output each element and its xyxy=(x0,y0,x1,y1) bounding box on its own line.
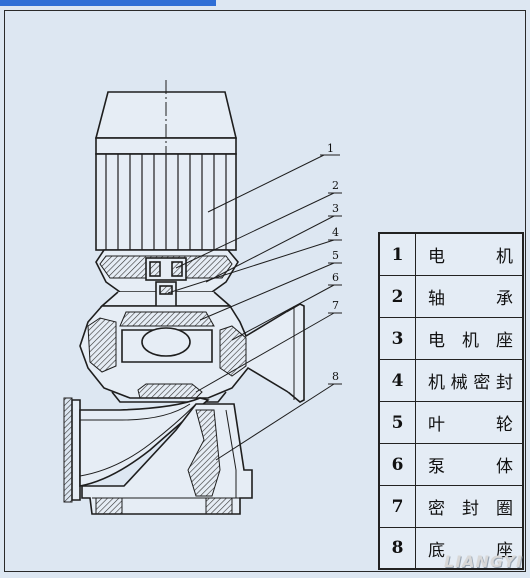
leader-lines xyxy=(167,154,342,461)
legend-number: 2 xyxy=(380,276,416,317)
callout-1: 1 xyxy=(327,142,334,155)
inlet-pipe xyxy=(63,397,210,503)
brand-watermark: LIANGYI xyxy=(444,552,523,571)
callout-4: 4 xyxy=(332,226,339,239)
legend-row-6: 6 泵体 xyxy=(380,444,522,486)
legend-part-name: 轴承 xyxy=(428,289,514,309)
legend-row-8: 8 底座 xyxy=(380,528,522,568)
callout-8: 8 xyxy=(332,370,339,383)
legend-row-4: 4 机械密封 xyxy=(380,360,522,402)
callout-7: 7 xyxy=(332,299,339,312)
legend-number: 7 xyxy=(380,486,416,527)
legend-row-5: 5 叶轮 xyxy=(380,402,522,444)
legend-part-name: 电机 xyxy=(428,247,514,267)
callout-5: 5 xyxy=(332,249,339,262)
legend-number: 1 xyxy=(380,234,416,275)
legend-row-1: 1 电机 xyxy=(380,234,522,276)
motor-seat xyxy=(95,249,239,313)
pump-body xyxy=(79,303,305,403)
parts-legend-table: 1 电机 2 轴承 3 电机座 4 机械密封 5 叶轮 6 泵体 7 密封圈 8 xyxy=(378,232,524,570)
legend-row-2: 2 轴承 xyxy=(380,276,522,318)
callout-2: 2 xyxy=(332,179,339,192)
callout-3: 3 xyxy=(332,202,339,215)
legend-number: 5 xyxy=(380,402,416,443)
motor xyxy=(94,80,238,365)
legend-part-name: 底座 xyxy=(428,540,514,561)
legend-part-name: 泵体 xyxy=(428,457,514,477)
legend-row-3: 3 电机座 xyxy=(380,318,522,360)
legend-number: 3 xyxy=(380,318,416,359)
callout-labels: 1 2 3 4 5 6 7 8 xyxy=(327,142,339,383)
legend-number: 8 xyxy=(380,528,416,568)
legend-part-name: 密封圈 xyxy=(428,499,514,519)
legend-row-7: 7 密封圈 xyxy=(380,486,522,528)
legend-part-name: 机械密封 xyxy=(428,373,514,393)
base xyxy=(81,403,253,515)
callout-6: 6 xyxy=(332,271,339,284)
legend-number: 6 xyxy=(380,444,416,485)
top-accent-bar xyxy=(0,0,216,6)
drawing-frame xyxy=(4,10,526,572)
legend-part-name: 叶轮 xyxy=(428,415,514,435)
legend-number: 4 xyxy=(380,360,416,401)
legend-part-name: 电机座 xyxy=(428,331,514,351)
